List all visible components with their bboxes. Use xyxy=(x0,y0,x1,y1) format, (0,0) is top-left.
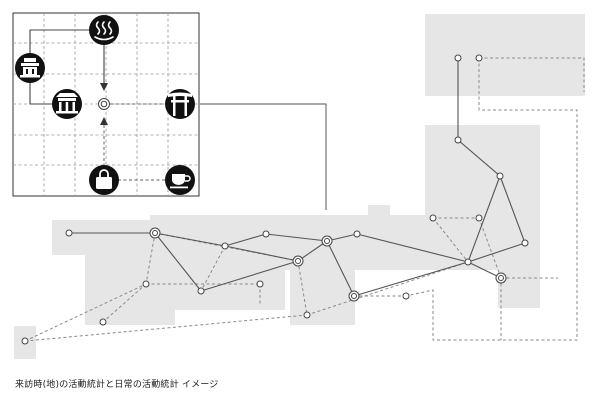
dashed-route xyxy=(405,58,578,341)
map-node xyxy=(454,54,462,62)
target-marker-icon xyxy=(98,98,110,110)
solid-route xyxy=(326,240,355,297)
map-node xyxy=(475,54,483,62)
map-node xyxy=(429,214,437,222)
hot-spring-icon xyxy=(89,15,119,45)
map-node xyxy=(496,172,504,180)
coffee-cup-icon xyxy=(165,165,195,195)
map-node xyxy=(454,136,462,144)
dashed-route xyxy=(24,283,147,342)
hub-node xyxy=(321,235,333,247)
hub-node xyxy=(149,227,161,239)
map-node xyxy=(262,230,270,238)
map-node xyxy=(475,214,483,222)
map-nodes xyxy=(21,54,529,345)
shrine-gate-icon xyxy=(165,89,195,119)
map-node xyxy=(353,230,361,238)
temple-icon xyxy=(52,89,82,119)
hub-nodes xyxy=(149,227,507,302)
solid-route xyxy=(356,233,469,263)
hub-node xyxy=(348,290,360,302)
solid-route xyxy=(154,232,202,292)
inset-leader-line xyxy=(200,103,327,210)
solid-route xyxy=(200,260,299,292)
solid-route xyxy=(224,245,299,262)
dashed-route xyxy=(200,245,226,292)
shopping-bag-icon xyxy=(89,165,119,195)
map-node xyxy=(402,292,410,300)
dashed-route xyxy=(297,260,308,316)
building-icon xyxy=(15,53,45,83)
solid-route xyxy=(297,240,328,262)
inset-dashed-routes xyxy=(103,103,166,181)
map-node xyxy=(256,280,264,288)
dashed-route xyxy=(479,57,585,92)
map-node xyxy=(65,229,73,237)
map-node xyxy=(521,239,529,247)
hub-node xyxy=(495,272,507,284)
solid-route xyxy=(467,242,526,263)
map-node xyxy=(197,287,205,295)
hub-node xyxy=(292,255,304,267)
figure-caption: 来訪時(地)の活動統計と日常の活動統計 イメージ xyxy=(15,380,219,390)
dashed-route xyxy=(102,283,147,323)
land-block xyxy=(425,125,540,215)
inset-panel xyxy=(12,12,200,197)
arrow-up-icon xyxy=(100,117,108,125)
arrow-down-icon xyxy=(100,83,108,91)
map-node xyxy=(464,258,472,266)
map-node xyxy=(142,280,150,288)
solid-route xyxy=(467,175,501,263)
solid-route xyxy=(265,233,328,242)
map-node xyxy=(21,337,29,345)
dashed-route xyxy=(432,217,469,263)
map-node xyxy=(99,318,107,326)
map-node xyxy=(221,242,229,250)
land-block xyxy=(85,255,175,325)
solid-route xyxy=(467,261,502,279)
solid-route xyxy=(353,261,469,297)
land-block xyxy=(425,14,585,96)
land-block xyxy=(175,260,285,310)
solid-route xyxy=(224,233,267,247)
dashed-route xyxy=(306,261,469,316)
map-node xyxy=(303,311,311,319)
solid-route xyxy=(154,232,226,247)
solid-routes xyxy=(69,58,526,297)
solid-route xyxy=(457,58,526,244)
land-block xyxy=(52,220,182,255)
